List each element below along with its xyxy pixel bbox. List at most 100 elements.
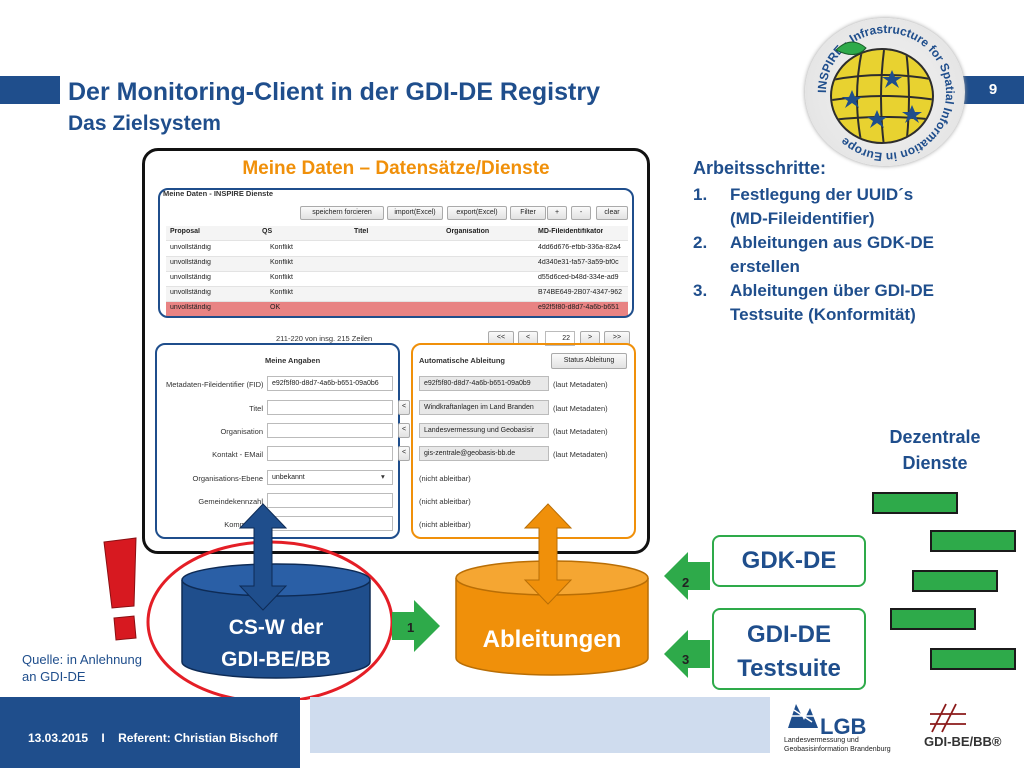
field-label: Kontakt - EMail <box>212 450 263 459</box>
lgb-sub-line2: Geobasisinformation Brandenburg <box>784 746 891 753</box>
row-proposal: unvollständig <box>170 274 211 281</box>
header-bar-right <box>962 76 1024 104</box>
table-row[interactable]: unvollständig Konflikt B74BE649-2B07-434… <box>166 287 628 302</box>
arrow-left-icon <box>664 630 710 678</box>
step-text: erstellen <box>730 257 800 276</box>
arrow-left-icon <box>664 552 710 600</box>
window-label: Meine Daten - INSPIRE Dienste <box>163 189 274 198</box>
col-proposal: Proposal <box>170 228 200 235</box>
filter-button[interactable]: Filter <box>510 206 546 220</box>
footer-separator: I <box>101 731 105 745</box>
source-line2: an GDI-DE <box>22 669 86 684</box>
add-button[interactable]: + <box>547 206 567 220</box>
auto-email: gis-zentrale@geobasis-bb.de <box>419 446 549 461</box>
footer-bar <box>0 697 300 768</box>
col-qs: QS <box>262 228 273 235</box>
source-note: Quelle: in Anlehnung an GDI-DE <box>22 651 142 685</box>
auto-source: (laut Metadaten) <box>553 427 608 436</box>
field-label: Organisations-Ebene <box>192 474 263 483</box>
table-row[interactable]: unvollständig Konflikt 4d340e31-fa57-3a5… <box>166 257 628 272</box>
titel-field[interactable] <box>267 400 393 415</box>
inspire-logo-ring: INSPIRE · Infrastructure for Spatial Inf… <box>815 22 957 164</box>
fid-field[interactable]: e92f5f80-d8d7-4a6b-b651-09a0b6 <box>267 376 393 391</box>
auto-ableitung-title: Automatische Ableitung <box>419 356 505 365</box>
step-text: Ableitungen über GDI-DE <box>730 281 934 300</box>
table-header: Proposal QS Titel Organisation MD-Fileid… <box>166 226 628 241</box>
meine-angaben-title: Meine Angaben <box>265 356 321 365</box>
step-number: 2. <box>693 233 708 252</box>
status-ableitung-button[interactable]: Status Ableitung <box>551 353 627 369</box>
step-text: Testsuite (Konformität) <box>730 305 916 324</box>
auto-titel: Windkraftanlagen im Land Branden <box>419 400 549 415</box>
csw-double-arrow <box>238 503 288 611</box>
step-text: (MD-Fileidentifier) <box>730 209 875 228</box>
row-id: 4dd6d676-efbb-336a-82a4 <box>538 244 621 251</box>
footer-light-bar <box>310 697 770 753</box>
chevron-down-icon[interactable]: ▾ <box>381 472 385 481</box>
row-qs: Konflikt <box>270 274 293 281</box>
row-proposal: unvollständig <box>170 244 211 251</box>
dezentrale-line2: Dienste <box>902 453 968 473</box>
export-excel-button[interactable]: export(Excel) <box>447 206 507 220</box>
copy-left-icon[interactable]: < <box>398 446 410 461</box>
step-3-marker: 3 <box>682 652 690 667</box>
page-number: 9 <box>988 81 998 98</box>
row-proposal: unvollständig <box>170 259 211 266</box>
org-level-select[interactable]: unbekannt <box>267 470 393 485</box>
row-id: 4d340e31-fa57-3a59-bf0c <box>538 259 619 266</box>
email-field[interactable] <box>267 446 393 461</box>
service-block <box>912 570 998 592</box>
exclamation-icon <box>103 537 137 641</box>
auto-source: (nicht ableitbar) <box>419 520 471 529</box>
copy-left-icon[interactable]: < <box>398 400 410 415</box>
row-id: B74BE649-2B07-4347-962 <box>538 289 623 296</box>
dezentrale-line1: Dezentrale <box>889 427 981 447</box>
remove-button[interactable]: - <box>571 206 591 220</box>
auto-source: (nicht ableitbar) <box>419 474 471 483</box>
inspire-logo-text: INSPIRE · Infrastructure for Spatial Inf… <box>815 22 957 164</box>
gemeindekennzahl-field[interactable] <box>267 493 393 508</box>
service-block <box>930 648 1016 670</box>
table-panel <box>158 188 634 318</box>
svg-text:INSPIRE · Infrastructure for S: INSPIRE · Infrastructure for Spatial Inf… <box>815 22 957 164</box>
clear-button[interactable]: clear <box>596 206 628 220</box>
auto-organisation: Landesvermessung und Geobasisir <box>419 423 549 438</box>
auto-source: (laut Metadaten) <box>553 404 608 413</box>
gdkde-box: GDK-DE <box>712 535 866 587</box>
copy-left-icon[interactable]: < <box>398 423 410 438</box>
organisation-field[interactable] <box>267 423 393 438</box>
field-label: Gemeindekennzahl <box>198 497 263 506</box>
ableitungen-label: Ableitungen <box>482 626 622 653</box>
row-qs: Konflikt <box>270 244 293 251</box>
row-proposal: unvollständig <box>170 289 211 296</box>
lgb-logo-text: LGB <box>820 714 867 739</box>
footer-info: 13.03.2015 I Referent: Christian Bischof… <box>28 731 277 745</box>
table-row[interactable]: unvollständig Konflikt d55d6ced-b48d-334… <box>166 272 628 287</box>
service-block <box>890 608 976 630</box>
import-excel-button[interactable]: import(Excel) <box>387 206 443 220</box>
paging-info: 211-220 von insg. 215 Zeilen <box>276 334 373 343</box>
table-row[interactable]: unvollständig Konflikt 4dd6d676-efbb-336… <box>166 242 628 257</box>
step-1-marker: 1 <box>407 620 415 635</box>
csw-label-line1: CS-W der <box>228 616 324 639</box>
slide-title: Der Monitoring-Client in der GDI-DE Regi… <box>68 78 600 106</box>
row-qs: Konflikt <box>270 289 293 296</box>
page-input[interactable]: 22 <box>545 331 575 346</box>
col-fileid: MD-Fileidentifikator <box>538 228 604 235</box>
gdi-logo-text: GDI-BE/BB® <box>924 734 1002 749</box>
step-text: Ableitungen aus GDK-DE <box>730 233 935 252</box>
diagram-graphics <box>103 503 710 700</box>
step-number: 3. <box>693 281 708 300</box>
step-number: 1. <box>693 185 708 204</box>
gditest-line1: GDI-DE <box>747 621 831 648</box>
footer-referent: Referent: Christian Bischoff <box>118 731 278 745</box>
col-organisation: Organisation <box>446 228 490 235</box>
header-bar-left <box>0 76 60 104</box>
save-force-button[interactable]: speichern forcieren <box>300 206 384 220</box>
service-block <box>872 492 958 514</box>
auto-ableitung-panel <box>411 343 636 539</box>
source-line1: Quelle: in Anlehnung <box>22 652 142 667</box>
field-label: Metadaten-Fileidentifier (FID) <box>166 380 264 389</box>
lgb-sub-line1: Landesvermessung und <box>784 737 859 744</box>
csw-cylinder <box>181 563 371 679</box>
